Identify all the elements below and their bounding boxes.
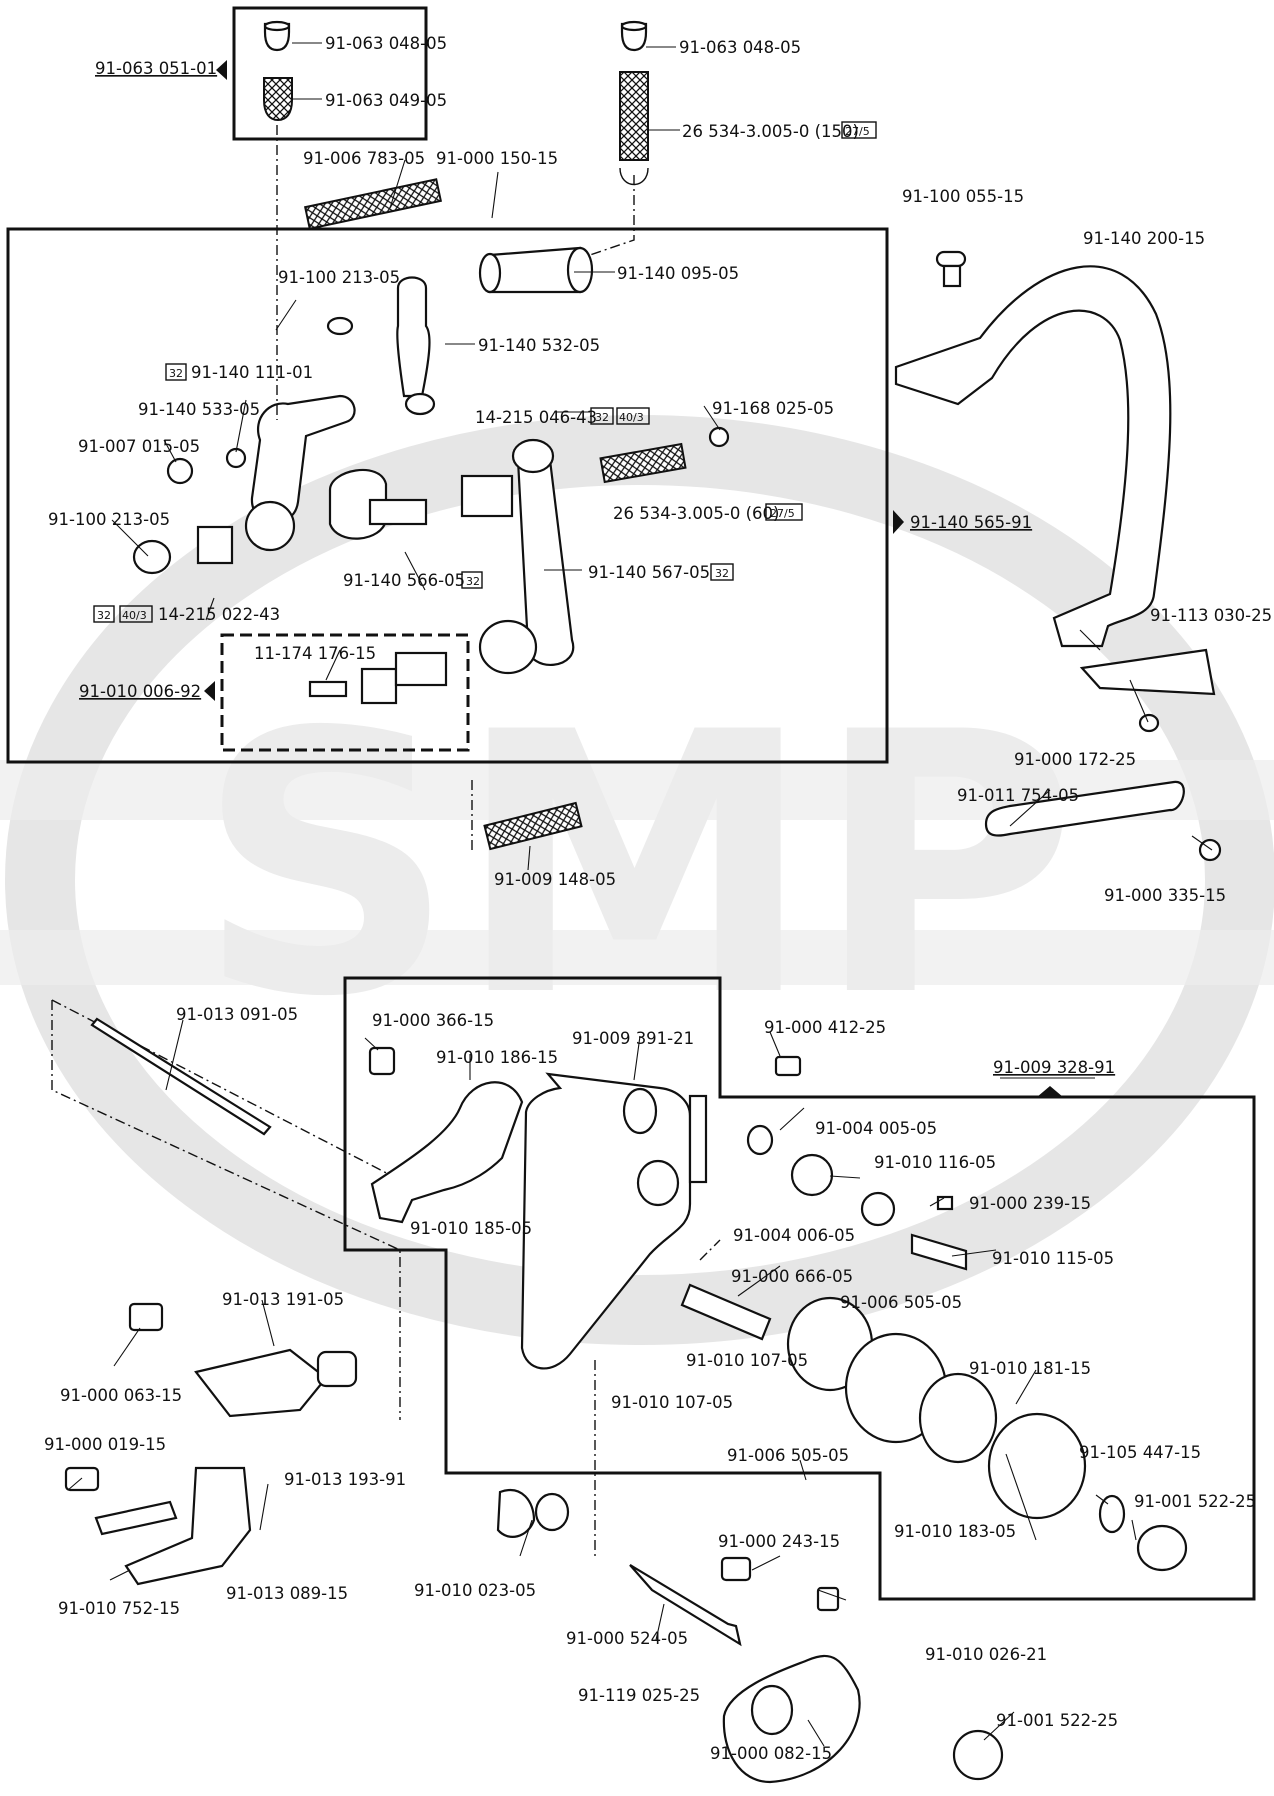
part-label: 91-000 150-15 [436,149,558,168]
part-label: 91-013 089-15 [226,1584,348,1603]
part-label: 91-000 243-15 [718,1532,840,1551]
mesh-sleeve-1 [303,178,443,230]
callout-kit-a: 91-063 051-01 [95,59,217,78]
part-label: 91-100 213-05 [278,268,400,287]
part-label: 91-000 335-15 [1104,886,1226,905]
svg-text:40/3: 40/3 [122,609,147,622]
badges: 32 32 40/3 27/5 27/5 32 32 32 40/3 [93,121,877,623]
part-label: 91-063 049-05 [325,91,447,110]
callout-marker-c [893,510,904,534]
part-label: 14-215 046-43 [475,408,597,427]
part-label: 91-000 366-15 [372,1011,494,1030]
part-label: 91-013 091-05 [176,1005,298,1024]
part-label: 91-140 095-05 [617,264,739,283]
part-label: 91-010 186-15 [436,1048,558,1067]
part-label: 91-119 025-25 [578,1686,700,1705]
part-label: 91-007 015-05 [78,437,200,456]
part-label: 91-140 533-05 [138,400,260,419]
callout-marker-a [216,60,227,80]
part-label: 91-140 567-05 [588,563,710,582]
part-label: 91-009 148-05 [494,870,616,889]
svg-text:40/3: 40/3 [619,411,644,424]
callouts: 91-063 051-01 91-010 006-92 91-140 565-9… [79,59,1115,1077]
part-label: 91-013 193-91 [284,1470,406,1489]
lower-assembly-box [343,976,1256,1601]
part-label: 11-174 176-15 [254,644,376,663]
part-label: 91-006 505-05 [840,1293,962,1312]
mesh-sleeve-2 [599,442,687,484]
callout-kit-d: 91-009 328-91 [993,1058,1115,1077]
part-label: 91-100 055-15 [902,187,1024,206]
lower-mechanism [64,1017,1188,1784]
part-label: 91-006 783-05 [303,149,425,168]
part-label: 91-000 239-15 [969,1194,1091,1213]
part-label: 91-140 111-01 [191,363,313,382]
part-label: 91-000 412-25 [764,1018,886,1037]
svg-text:32: 32 [466,575,480,588]
part-label: 91-010 026-21 [925,1645,1047,1664]
svg-text:32: 32 [595,411,609,424]
kit-a-parts [263,20,680,185]
kit-a-box [232,6,428,141]
callout-marker-d [1037,1086,1063,1097]
part-label: 91-004 005-05 [815,1119,937,1138]
svg-text:32: 32 [715,567,729,580]
part-label: 14-215 022-43 [158,605,280,624]
part-label: 91-063 048-05 [325,34,447,53]
part-label: 91-010 181-15 [969,1359,1091,1378]
part-label: 91-009 391-21 [572,1029,694,1048]
svg-text:32: 32 [97,609,111,622]
part-label: 91-010 107-05 [686,1351,808,1370]
part-label: 91-010 752-15 [58,1599,180,1618]
assembly-lines [51,125,721,1560]
part-label: 91-063 048-05 [679,38,801,57]
part-label: 91-010 185-05 [410,1219,532,1238]
svg-text:27/5: 27/5 [845,125,870,138]
part-label: 91-010 183-05 [894,1522,1016,1541]
part-label: 26 534-3.005-0 (60) [613,504,780,523]
part-labels: 91-063 048-05 91-063 049-05 91-063 048-0… [44,34,1272,1763]
part-label: 91-000 063-15 [60,1386,182,1405]
mesh-sleeve-3 [483,801,583,851]
watermark-text: SMP [196,656,1077,1075]
part-label: 91-006 505-05 [727,1446,849,1465]
part-label: 91-105 447-15 [1079,1443,1201,1462]
part-label: 91-000 666-05 [731,1267,853,1286]
part-label: 91-113 030-25 [1150,606,1272,625]
part-label: 91-140 566-05 [343,571,465,590]
part-label: 91-000 172-25 [1014,750,1136,769]
callout-kit-c: 91-140 565-91 [910,513,1032,532]
part-label: 91-100 213-05 [48,510,170,529]
part-label: 91-004 006-05 [733,1226,855,1245]
part-label: 91-000 082-15 [710,1744,832,1763]
part-label: 91-010 115-05 [992,1249,1114,1268]
part-label: 91-010 116-05 [874,1153,996,1172]
part-label: 26 534-3.005-0 (150) [682,122,859,141]
part-label: 91-001 522-25 [996,1711,1118,1730]
upper-mechanism [132,246,730,705]
svg-text:27/5: 27/5 [770,507,795,520]
watermark-logo: SMP [0,415,1274,1345]
callout-marker-b [204,681,215,701]
part-label: 91-011 754-05 [957,786,1079,805]
part-label: 91-168 025-05 [712,399,834,418]
part-label: 91-001 522-25 [1134,1492,1256,1511]
callout-kit-b: 91-010 006-92 [79,682,201,701]
upper-assembly-box [6,227,889,764]
part-label: 91-000 524-05 [566,1629,688,1648]
part-label: 91-010 023-05 [414,1581,536,1600]
part-label: 91-013 191-05 [222,1290,344,1309]
leader-lines [67,159,1213,1747]
part-label: 91-140 200-15 [1083,229,1205,248]
part-label: 91-010 107-05 [611,1393,733,1412]
svg-text:32: 32 [169,367,183,380]
part-label: 91-140 532-05 [478,336,600,355]
part-label: 91-000 019-15 [44,1435,166,1454]
